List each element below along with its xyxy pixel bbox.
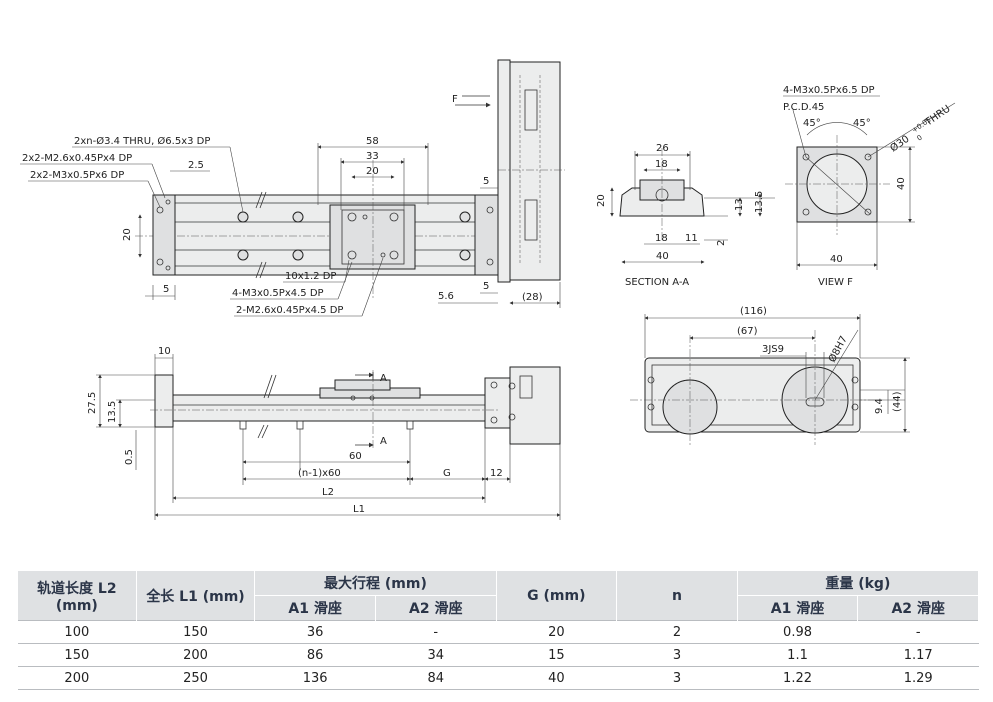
cell-weight-a1: 1.22 — [737, 666, 858, 690]
cell-g: 15 — [496, 643, 617, 667]
bottom-view: (116) (67) 3JS9 Ø8H7 9.4 (44) — [630, 306, 910, 445]
sec-dim-11: 11 — [685, 233, 698, 244]
sec-dim-18-top: 18 — [655, 159, 668, 170]
section-a-a-title: SECTION A-A — [625, 277, 689, 288]
section-a-a: 26 18 20 18 11 40 13 13.5 2 SECTION A-A — [596, 143, 775, 288]
view-f-45b: 45° — [853, 118, 871, 129]
sec-dim-13-5: 13.5 — [754, 191, 765, 213]
cell-stroke-a2: 84 — [375, 666, 497, 690]
view-f-d30: Ø30 — [888, 133, 912, 155]
header-weight: 重量 (kg) — [736, 571, 980, 596]
cell-n: 3 — [616, 643, 738, 667]
top-view: F 58 33 20 20 5 2.5 5 5 5.6 (28) 2xn-Ø3.… — [20, 59, 565, 317]
cell-stroke-a2: 34 — [375, 643, 497, 667]
bottom-dim-116: (116) — [740, 306, 767, 317]
label-m26-side-holes: 2x2-M2.6x0.45Px4 DP — [22, 153, 132, 164]
dim-28: (28) — [522, 292, 543, 303]
cell-g: 40 — [496, 666, 617, 690]
view-f-arrow-label: F — [452, 94, 458, 105]
cell-total-length: 200 — [136, 643, 255, 667]
label-m3-side-holes: 2x2-M3x0.5Px6 DP — [30, 170, 124, 181]
side-dim-l1: L1 — [353, 504, 365, 515]
view-f-tol-minus: 0 — [916, 134, 924, 143]
header-max-stroke: 最大行程 (mm) — [254, 571, 497, 596]
dim-33: 33 — [366, 151, 379, 162]
section-marker-a-bottom: A — [380, 436, 387, 447]
table-row: 200 250 136 84 40 3 1.22 1.29 — [17, 666, 979, 690]
view-f-thru: THRU — [923, 103, 953, 129]
view-f-45a: 45° — [803, 118, 821, 129]
label-m3-carriage: 4-M3x0.5Px4.5 DP — [232, 288, 324, 299]
view-f-pcd-label: P.C.D.45 — [783, 102, 824, 113]
label-thru-holes: 2xn-Ø3.4 THRU, Ø6.5x3 DP — [74, 135, 210, 147]
bottom-dim-67: (67) — [737, 326, 758, 337]
cell-n: 3 — [616, 666, 738, 690]
bottom-dim-44: (44) — [892, 391, 903, 412]
cell-stroke-a1: 136 — [254, 666, 376, 690]
header-weight-a2: A2 滑座 — [857, 595, 979, 621]
dim-20-left: 20 — [122, 228, 133, 241]
header-weight-a1: A1 滑座 — [736, 595, 859, 621]
dim-20-top: 20 — [366, 166, 379, 177]
sec-dim-13: 13 — [734, 198, 745, 211]
view-f-title: VIEW F — [818, 277, 853, 288]
table-row: 150 200 86 34 15 3 1.1 1.17 — [17, 643, 979, 667]
side-dim-27-5: 27.5 — [87, 392, 98, 414]
side-dim-n-minus-1-x60: (n-1)x60 — [298, 468, 341, 479]
cell-total-length: 150 — [136, 620, 255, 644]
cell-weight-a2: 1.17 — [857, 643, 979, 667]
cell-weight-a1: 1.1 — [737, 643, 858, 667]
bottom-dim-3js9: 3JS9 — [762, 344, 784, 355]
header-stroke-a2: A2 滑座 — [374, 595, 497, 621]
dim-2-5: 2.5 — [188, 160, 204, 171]
side-dim-60: 60 — [349, 451, 362, 462]
header-stroke-a1: A1 滑座 — [254, 595, 376, 621]
label-slot: 10x1.2 DP — [285, 271, 336, 282]
cell-n: 2 — [616, 620, 738, 644]
header-total-length: 全长 L1 (mm) — [135, 571, 256, 621]
header-g: G (mm) — [495, 571, 618, 621]
side-dim-13-5: 13.5 — [107, 401, 118, 423]
view-f: 4-M3x0.5Px6.5 DP P.C.D.45 45° 45° Ø30 +0… — [783, 85, 956, 288]
side-dim-0-5: 0.5 — [124, 449, 135, 465]
section-marker-a-top: A — [380, 373, 387, 384]
sec-dim-20: 20 — [596, 194, 607, 207]
header-rail-length: 轨道长度 L2 (mm) — [17, 571, 137, 621]
cell-weight-a1: 0.98 — [737, 620, 858, 644]
dim-5-left: 5 — [163, 284, 169, 295]
cell-total-length: 250 — [136, 666, 255, 690]
cell-weight-a2: 1.29 — [857, 666, 979, 690]
sec-dim-40: 40 — [656, 251, 669, 262]
dim-5-right-bottom: 5 — [483, 281, 489, 292]
sec-dim-2: 2 — [716, 240, 727, 246]
cell-stroke-a1: 36 — [254, 620, 376, 644]
view-f-m3-label: 4-M3x0.5Px6.5 DP — [783, 85, 875, 96]
view-f-40-width: 40 — [830, 254, 843, 265]
side-dim-l2: L2 — [322, 487, 334, 498]
dim-5-right-top: 5 — [483, 176, 489, 187]
view-f-40-height: 40 — [896, 177, 907, 190]
label-m26-carriage: 2-M2.6x0.45Px4.5 DP — [236, 305, 343, 316]
cell-stroke-a1: 86 — [254, 643, 376, 667]
header-n: n — [616, 571, 738, 621]
cell-rail-length: 100 — [17, 620, 137, 644]
technical-drawing: F 58 33 20 20 5 2.5 5 5 5.6 (28) 2xn-Ø3.… — [20, 59, 956, 520]
spec-table: 轨道长度 L2 (mm) 全长 L1 (mm) 最大行程 (mm) G (mm)… — [17, 571, 980, 690]
cell-weight-a2: - — [857, 620, 979, 644]
bottom-dim-9-4: 9.4 — [874, 398, 885, 414]
cell-g: 20 — [496, 620, 617, 644]
table-row: 100 150 36 - 20 2 0.98 - — [17, 620, 979, 644]
side-dim-g: G — [443, 468, 451, 479]
sec-dim-26: 26 — [656, 143, 669, 154]
sec-dim-18-bottom: 18 — [655, 233, 668, 244]
side-dim-12: 12 — [490, 468, 503, 479]
side-elevation: A A 10 27.5 13.5 0.5 60 (n-1)x60 G 12 L2… — [87, 346, 561, 520]
dim-58: 58 — [366, 136, 379, 147]
side-dim-10: 10 — [158, 346, 171, 357]
cell-rail-length: 200 — [17, 666, 137, 690]
cell-rail-length: 150 — [17, 643, 137, 667]
cell-stroke-a2: - — [375, 620, 497, 644]
dim-5-6: 5.6 — [438, 291, 454, 302]
